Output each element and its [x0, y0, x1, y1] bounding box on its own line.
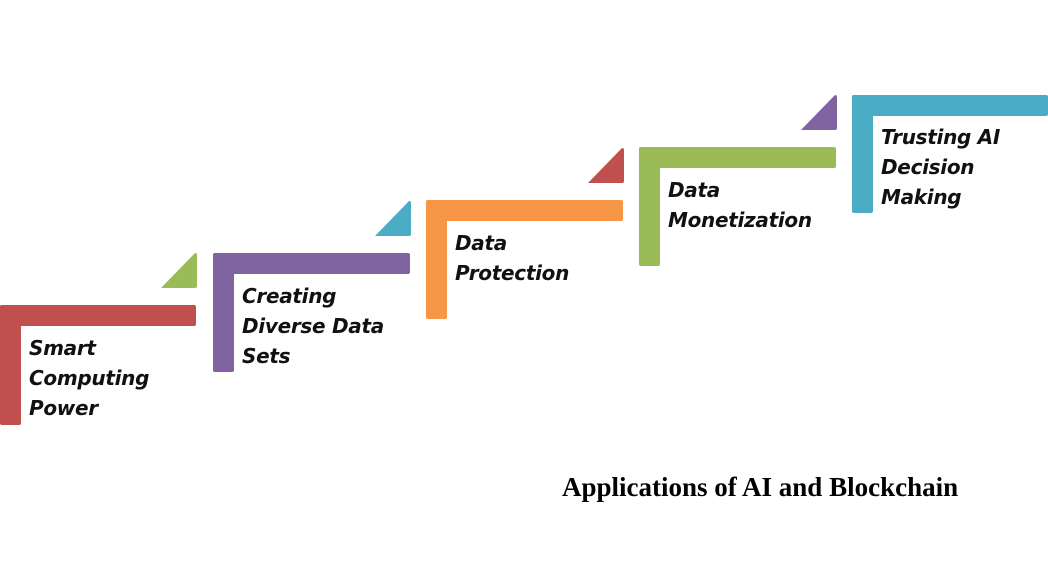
- step-bar-horizontal: [852, 95, 1048, 116]
- step-label-line: Data: [455, 231, 507, 255]
- step-label-line: Decision: [881, 155, 975, 179]
- step-label-line: Diverse Data: [242, 314, 384, 338]
- step-bar-vertical: [213, 253, 234, 372]
- diagram-caption: Applications of AI and Blockchain: [562, 472, 959, 502]
- step-label-line: Monetization: [668, 208, 812, 232]
- step-bar-vertical: [639, 147, 660, 266]
- step-label-line: Computing: [29, 366, 150, 390]
- step-label-line: Trusting AI: [881, 125, 1001, 149]
- step-label-line: Making: [881, 185, 962, 209]
- step-arrow-marker-icon: [161, 253, 197, 288]
- step-label-line: Creating: [242, 284, 337, 308]
- step-label-line: Sets: [242, 344, 291, 368]
- step-label-line: Smart: [29, 336, 96, 360]
- step-label-line: Power: [29, 396, 98, 420]
- step-label-line: Data: [668, 178, 720, 202]
- step-arrow-marker-icon: [801, 95, 837, 130]
- step-bar-vertical: [852, 95, 873, 213]
- step-bar-vertical: [426, 200, 447, 319]
- step-bar-horizontal: [0, 305, 196, 326]
- step-arrow-marker-icon: [375, 201, 411, 236]
- step-label-line: Protection: [455, 261, 570, 285]
- step-arrow-marker-icon: [588, 148, 624, 183]
- step-bar-horizontal: [639, 147, 836, 168]
- step-bar-horizontal: [426, 200, 623, 221]
- step-bar-horizontal: [213, 253, 410, 274]
- step-bar-vertical: [0, 305, 21, 425]
